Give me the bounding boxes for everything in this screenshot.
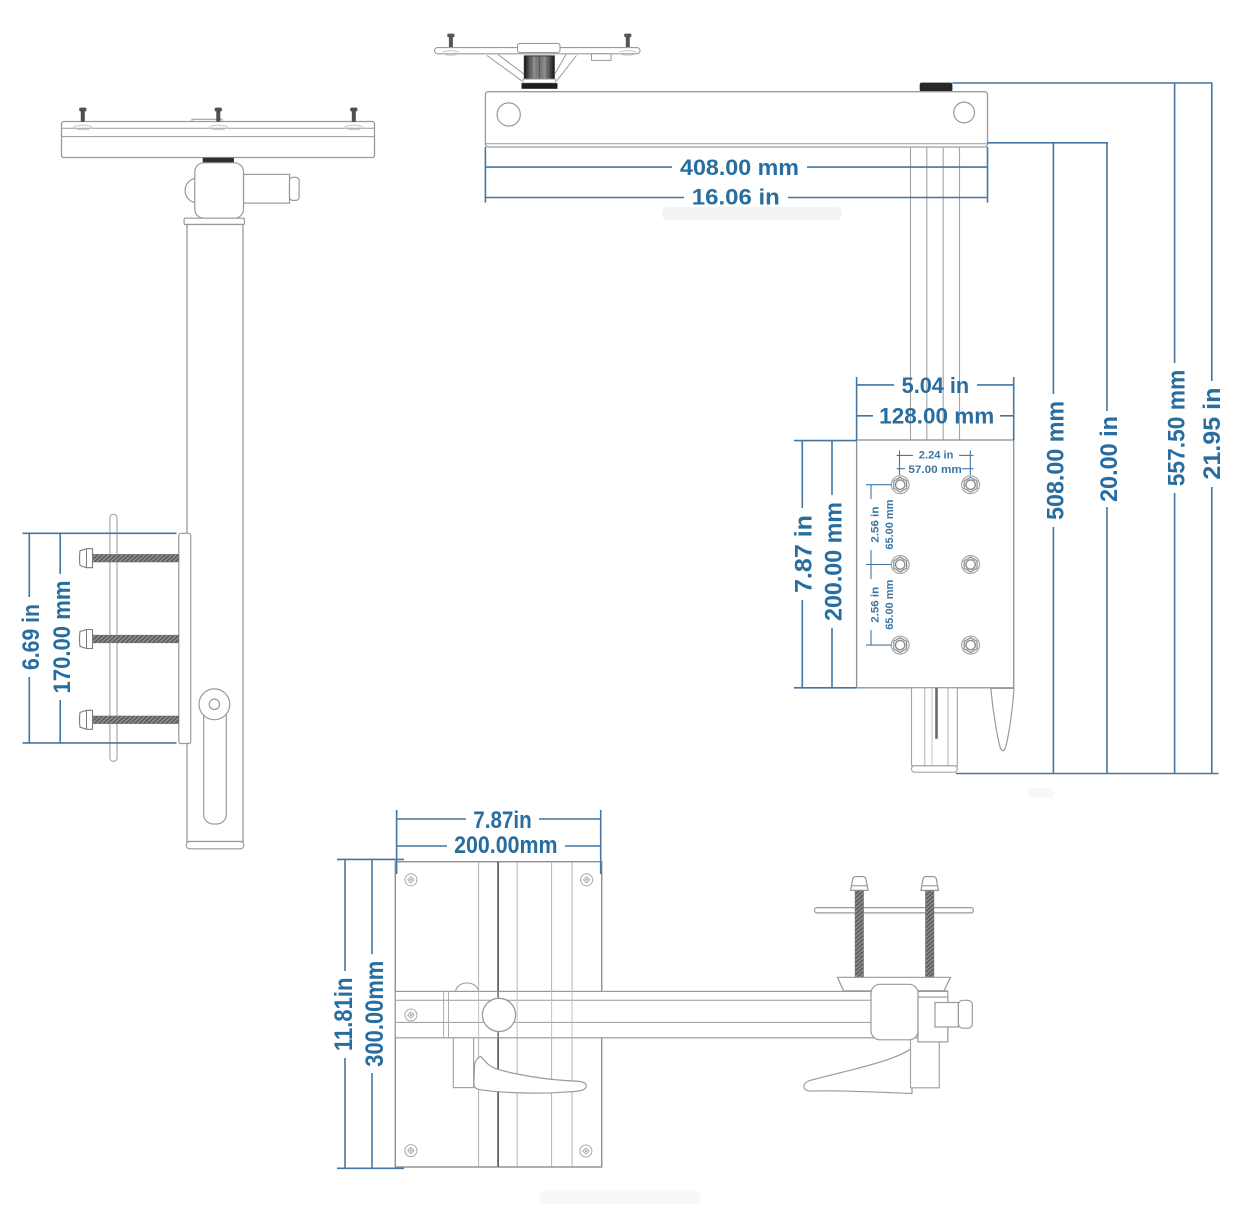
svg-text:7.87in: 7.87in <box>473 807 531 834</box>
svg-text:11.81in: 11.81in <box>330 978 358 1051</box>
svg-text:16.06 in: 16.06 in <box>692 184 780 209</box>
svg-text:200.00 mm: 200.00 mm <box>820 502 847 621</box>
svg-text:128.00 mm: 128.00 mm <box>879 404 994 429</box>
svg-text:65.00 mm: 65.00 mm <box>884 499 896 549</box>
svg-text:57.00 mm: 57.00 mm <box>908 464 962 476</box>
svg-text:7.87 in: 7.87 in <box>790 515 817 593</box>
svg-text:300.00mm: 300.00mm <box>361 961 389 1067</box>
svg-text:2.56 in: 2.56 in <box>869 506 881 542</box>
svg-text:65.00 mm: 65.00 mm <box>884 580 896 630</box>
svg-text:408.00 mm: 408.00 mm <box>680 155 799 180</box>
svg-text:6.69 in: 6.69 in <box>18 604 45 670</box>
svg-text:5.04 in: 5.04 in <box>902 373 970 398</box>
svg-text:508.00 mm: 508.00 mm <box>1042 401 1069 520</box>
svg-text:2.56 in: 2.56 in <box>869 587 881 623</box>
svg-text:200.00mm: 200.00mm <box>454 832 557 859</box>
svg-text:21.95 in: 21.95 in <box>1199 388 1226 480</box>
svg-text:2.24 in: 2.24 in <box>919 450 954 462</box>
svg-text:20.00 in: 20.00 in <box>1096 416 1123 502</box>
svg-text:170.00 mm: 170.00 mm <box>49 581 76 694</box>
svg-text:557.50 mm: 557.50 mm <box>1163 370 1190 487</box>
